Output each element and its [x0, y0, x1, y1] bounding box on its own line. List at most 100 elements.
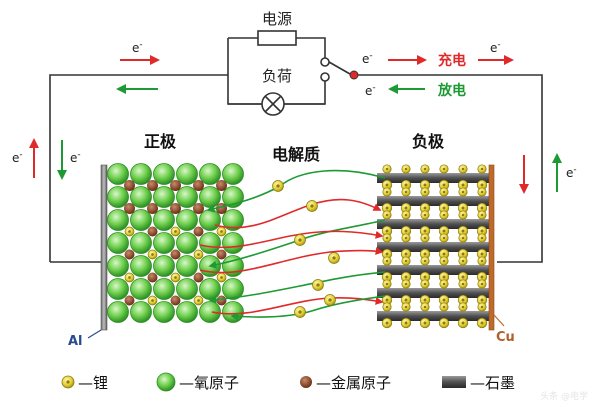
oxygen-atom	[107, 186, 129, 208]
oxygen-atom	[176, 301, 198, 323]
copper-plate	[488, 164, 495, 331]
lithium-ion	[400, 294, 412, 306]
ion-path	[199, 230, 384, 249]
lithium-ion	[458, 233, 468, 243]
metal-atom	[147, 203, 158, 214]
oxygen-atom	[176, 209, 198, 231]
svg-text:e-: e-	[70, 150, 81, 165]
oxygen-atom	[176, 255, 198, 277]
lithium-ion	[216, 272, 227, 283]
lithium-ion	[458, 302, 468, 312]
anode-title: 负极	[412, 132, 445, 151]
lithium-ion	[477, 187, 487, 197]
oxygen-atom	[130, 163, 152, 185]
lithium-ion	[294, 306, 306, 318]
lithium-ion	[147, 295, 158, 306]
external-circuit	[49, 37, 543, 263]
lithium-ion	[170, 226, 181, 237]
lithium-ion	[439, 279, 449, 289]
oxygen-atom	[107, 255, 129, 277]
metal-atom	[193, 203, 204, 214]
lithium-ion	[477, 233, 487, 243]
graphite-layer	[377, 196, 489, 206]
oxygen-atom	[222, 278, 244, 300]
svg-text:—氧原子: —氧原子	[179, 374, 239, 392]
lithium-ion	[216, 226, 227, 237]
lithium-ion	[477, 302, 487, 312]
oxygen-atom	[130, 255, 152, 277]
lithium-ion	[438, 317, 450, 329]
oxygen-atom	[199, 301, 221, 323]
lithium-ion	[401, 164, 411, 174]
svg-text:—锂: —锂	[78, 374, 108, 392]
graphite-layer	[377, 173, 489, 183]
lithium-ion	[476, 317, 488, 329]
lithium-ion	[419, 271, 431, 283]
lithium-ion	[439, 187, 449, 197]
oxygen-atom	[130, 278, 152, 300]
lithium-ion	[306, 200, 318, 212]
lithium-ion	[381, 225, 393, 237]
lithium-ion	[458, 210, 468, 220]
aluminum-label: Al	[68, 334, 83, 349]
legend-metal: —金属原子	[300, 374, 391, 392]
load-label: 负荷	[262, 67, 292, 85]
metal-atom	[216, 295, 227, 306]
lithium-ion	[458, 187, 468, 197]
oxygen-atom	[153, 301, 175, 323]
lithium-ion	[401, 302, 411, 312]
lithium-ion	[419, 294, 431, 306]
lithium-ion	[382, 302, 392, 312]
lithium-ion	[477, 164, 487, 174]
metal-atom	[193, 272, 204, 283]
lithium-ion	[439, 256, 449, 266]
oxygen-atom	[130, 232, 152, 254]
svg-text:e-: e-	[566, 165, 577, 180]
lithium-ion	[419, 317, 431, 329]
oxygen-atom	[176, 163, 198, 185]
switch-icon	[320, 57, 359, 82]
legend-lithium: —锂	[61, 374, 108, 392]
lithium-ion	[272, 180, 284, 192]
lithium-ion	[401, 256, 411, 266]
lithium-ion	[381, 202, 393, 214]
ion-path	[211, 297, 384, 315]
lithium-ion	[324, 294, 336, 306]
lithium-ion	[382, 233, 392, 243]
lithium-ion	[382, 256, 392, 266]
legend: —锂 —氧原子 —金属原子 —石墨	[61, 372, 515, 392]
oxygen-atom	[153, 186, 175, 208]
lithium-ion	[193, 249, 204, 260]
svg-text:—石墨: —石墨	[470, 374, 515, 392]
electrolyte-title: 电解质	[272, 145, 320, 164]
lamp-icon	[261, 92, 285, 116]
watermark: 头条 @电学	[540, 390, 588, 401]
oxygen-atom	[176, 186, 198, 208]
oxygen-atom	[107, 232, 129, 254]
oxygen-atom	[199, 232, 221, 254]
lithium-ion	[458, 164, 468, 174]
lithium-ion	[401, 233, 411, 243]
lithium-ion	[477, 210, 487, 220]
lithium-ion	[124, 226, 135, 237]
lithium-ion	[477, 256, 487, 266]
lithium-ion	[420, 210, 430, 220]
ion-path	[199, 247, 384, 274]
lithium-ion	[382, 210, 392, 220]
svg-text:—金属原子: —金属原子	[316, 374, 391, 392]
lithium-ion	[457, 179, 469, 191]
oxygen-atom	[199, 278, 221, 300]
copper-label: Cu	[496, 330, 515, 345]
lithium-ion	[401, 279, 411, 289]
lithium-ion	[381, 317, 393, 329]
metal-atom	[170, 180, 181, 191]
graphite-layer	[377, 311, 489, 321]
ion-path	[230, 295, 386, 321]
lithium-ion	[438, 179, 450, 191]
oxygen-atom	[222, 209, 244, 231]
metal-atom	[216, 249, 227, 260]
graphite-layer	[377, 265, 489, 275]
metal-atom	[216, 180, 227, 191]
lithium-ion	[439, 210, 449, 220]
lithium-ion	[458, 279, 468, 289]
